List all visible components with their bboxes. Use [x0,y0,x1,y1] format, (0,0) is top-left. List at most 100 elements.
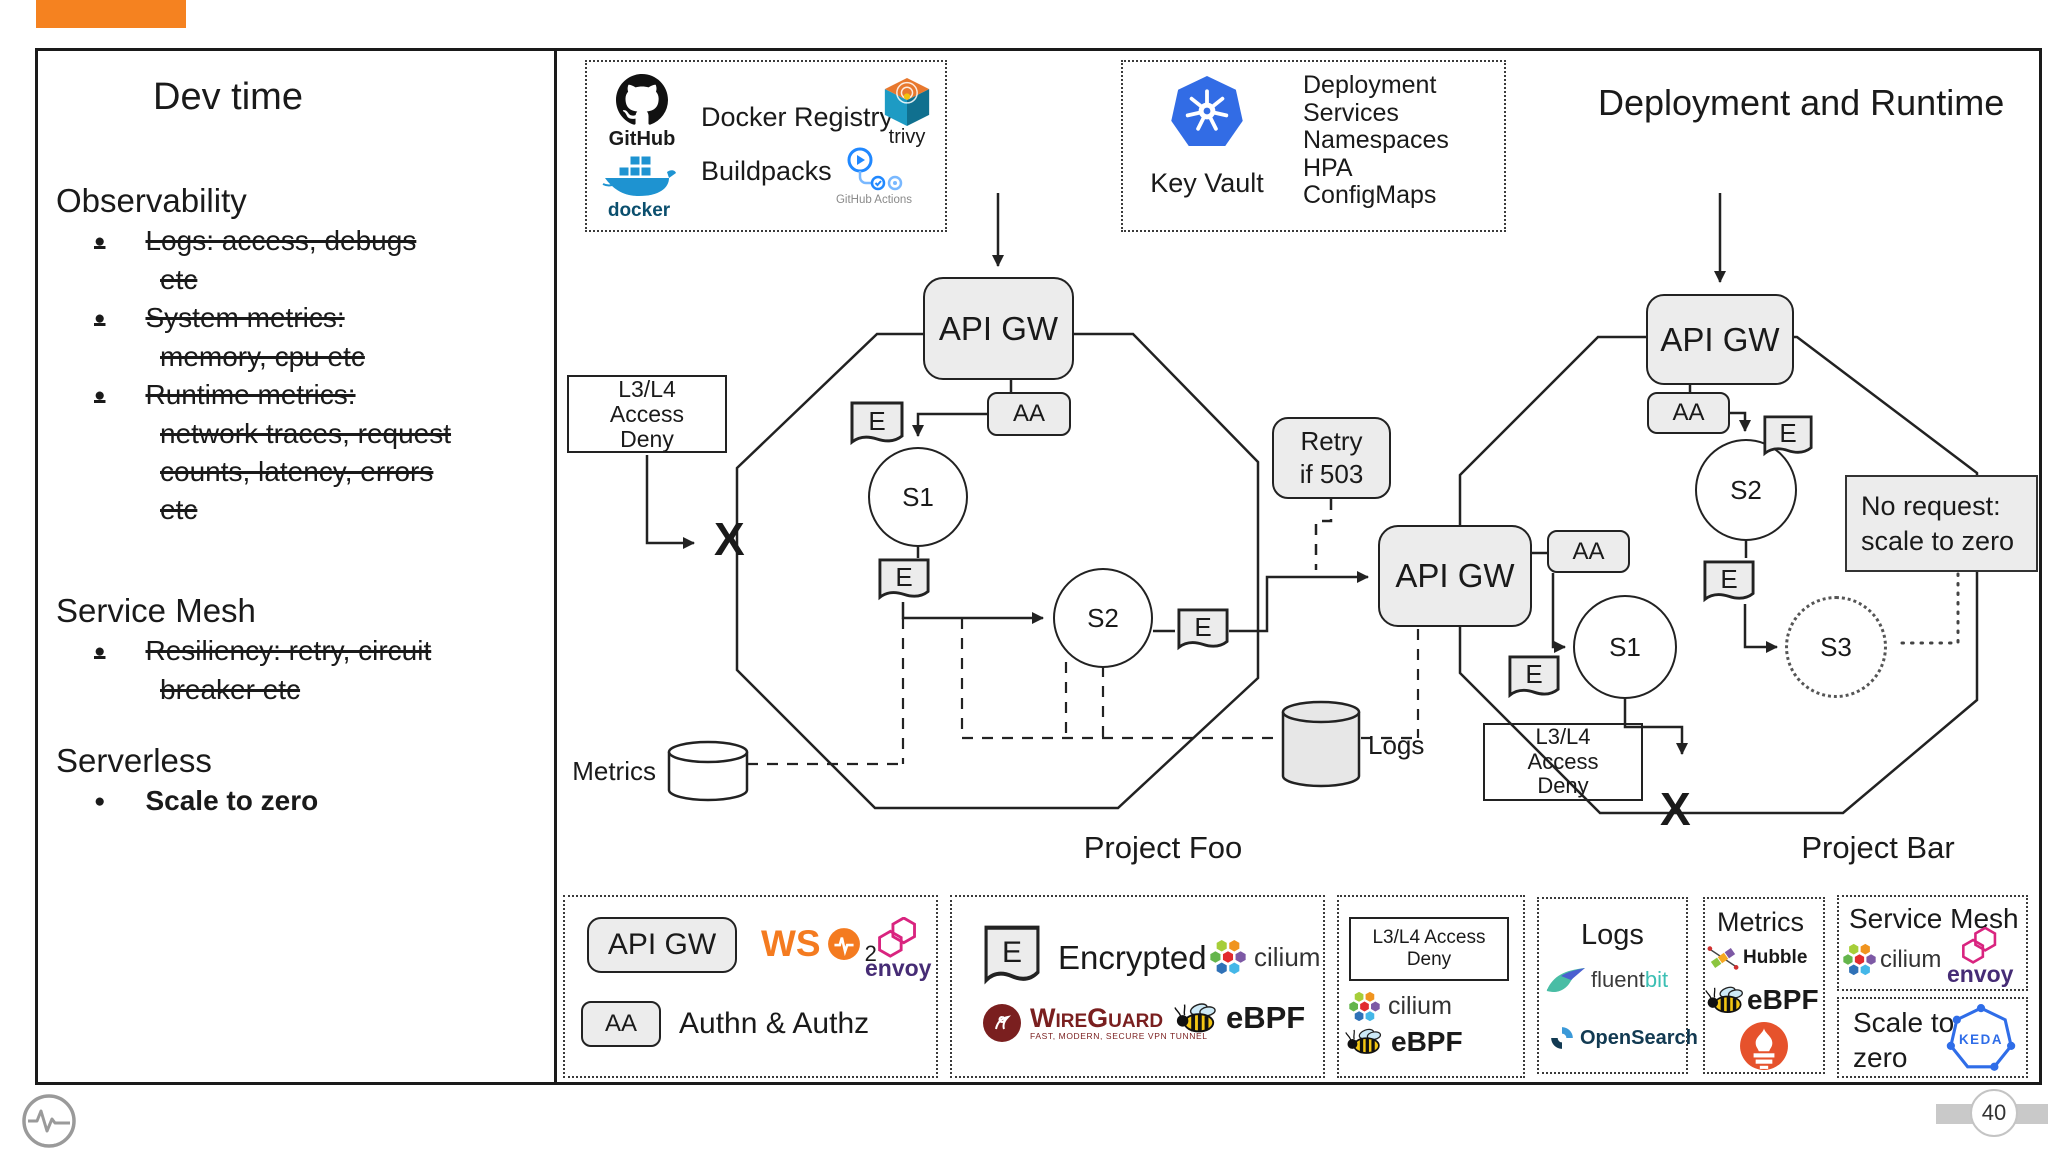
encrypted-tag: E [1763,415,1813,458]
api-gw-label: API GW [1395,557,1515,594]
trivy-icon [884,78,930,126]
github-icon [616,74,668,125]
kubernetes-box: Key Vault Deployment Services Namespaces… [1121,60,1506,232]
retry-box: Retry if 503 [1272,417,1391,499]
no-request-line: scale to zero [1861,525,2015,556]
k8s-resource: ConfigMaps [1303,181,1437,210]
encrypted-tag: E [878,558,930,602]
k8s-resource: Deployment [1303,71,1437,99]
retry-line: if 503 [1299,459,1364,489]
ebpf-bee-icon [1705,986,1743,1014]
list-item: ●System metrics: memory, cpu etc [94,302,365,372]
github-label: GitHub [608,128,676,150]
legend-l3l4-box: L3/L4 Access Deny cilium [1337,895,1525,1078]
api-gw-label: API GW [938,309,1059,347]
cilium-logo: cilium [1843,943,1941,976]
aa-label: AA [604,1010,637,1037]
encrypted-tag: E [1177,608,1229,652]
ebpf-logo: eBPF [1345,1025,1463,1058]
encrypted-tag: E [850,401,904,447]
trivy-label: trivy [888,126,926,148]
service-label: S3 [1820,631,1852,662]
envoy-text: envoy [1947,961,2014,987]
dev-time-title: Dev time [153,76,303,118]
envoy-icon [1962,927,1997,964]
github-actions-icon [847,147,903,191]
opensearch-text: OpenSearch [1580,1026,1698,1049]
cilium-icon [1349,991,1380,1022]
logs-legend-title: Logs [1581,919,1644,951]
service-s3-bar: S3 [1785,596,1887,698]
service-mesh-legend-title: Service Mesh [1849,903,2019,934]
scale-line: zero [1853,1042,1908,1073]
service-s2-foo: S2 [1053,568,1153,668]
keda-logo: KEDA [1946,1004,2016,1071]
observability-list: ●Logs: access, debugs etc ●System metric… [56,222,452,529]
api-gw-label: API GW [607,928,717,961]
wireguard-logo: WireGuard FAST, MODERN, SECURE VPN TUNNE… [982,1003,1208,1043]
k8s-resources: Deployment Services Namespaces HPA Confi… [1303,71,1449,210]
scale-line: Scale to [1853,1007,1955,1038]
pipeline-box: GitHub Docker Registry trivy docker Buil… [585,60,947,232]
accent-bar [36,0,186,28]
docker-icon [602,155,676,196]
metrics-legend-title: Metrics [1717,907,1804,937]
aa-box-foo: AA [987,392,1071,436]
authn-authz-label: Authn & Authz [679,1007,870,1040]
bullet: ● [94,641,106,662]
service-s1-foo: S1 [868,447,968,547]
docker-label: docker [607,200,671,221]
wso2-text: WS [761,923,821,964]
list-item: ●Logs: access, debugs etc [94,225,417,295]
encrypted-tag: E [984,925,1040,987]
aa-box-legend: AA [581,1001,661,1047]
slide-frame [35,48,2042,1085]
l3l4-deny-box-foo: L3/L4 Access Deny [567,375,727,453]
wso2-logo: WS 2 [761,923,881,966]
wireguard-text: WireGuard [1030,1003,1164,1033]
docker-registry-label: Docker Registry [701,102,894,132]
bullet: ● [94,385,106,406]
l3l4-line: Deny [620,425,674,452]
legend-apigw-box: API GW WS 2 envoy AA Authn & Authz [563,895,938,1078]
l3l4-line: Access [1527,748,1599,774]
retry-line: Retry [1300,426,1363,456]
service-label: S2 [1730,474,1762,505]
aa-label: AA [1572,537,1605,565]
cilium-logo: cilium [1349,991,1452,1022]
fluentbit-icon [1546,968,1585,992]
l3l4-line: Deny [1406,949,1452,970]
wireguard-tagline: FAST, MODERN, SECURE VPN TUNNEL [1030,1031,1208,1041]
logs-db-icon [1281,700,1361,788]
l3l4-line: Deny [1537,773,1589,799]
legend-metrics-box: Metrics Hubble [1703,897,1825,1074]
key-vault-label: Key Vault [1150,168,1264,198]
envoy-text: envoy [865,955,932,981]
l3l4-line: L3/L4 Access [1372,927,1486,948]
service-label: S1 [1609,631,1641,662]
serverless-list: ●Scale to zero [56,782,452,821]
cilium-text: cilium [1388,992,1452,1020]
observability-heading: Observability [56,182,247,219]
l3l4-line: Access [609,400,685,427]
l3l4-legend-rect: L3/L4 Access Deny [1349,917,1509,981]
ebpf-text: eBPF [1747,984,1819,1015]
aa-box-middle: AA [1547,530,1630,573]
api-gw-box-bar: API GW [1646,294,1794,385]
service-mesh-list: ●Resiliency: retry, circuit breaker etc [56,632,452,709]
project-bar-label: Project Bar [1801,830,1955,865]
list-item: ●Runtime metrics: network traces, reques… [94,379,452,525]
cilium-text: cilium [1254,941,1321,972]
list-item: ●Resiliency: retry, circuit breaker etc [94,635,432,705]
ebpf-text: eBPF [1391,1025,1463,1057]
opensearch-logo: OpenSearch [1549,1025,1698,1051]
legend-encrypted-box: E Encrypted cilium [950,895,1325,1078]
k8s-resource: HPA [1303,153,1353,182]
ebpf-bee-icon [1174,1003,1216,1033]
l3l4-deny-box-bar: L3/L4 Access Deny [1483,723,1643,801]
page-number-badge: 40 [1970,1089,2018,1137]
project-foo-label: Project Foo [1083,830,1243,865]
ebpf-logo: eBPF [1705,983,1819,1017]
x-mark-foo: X [714,513,745,565]
